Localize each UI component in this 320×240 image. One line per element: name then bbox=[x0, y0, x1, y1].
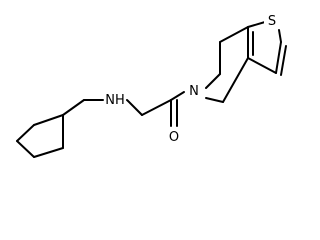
ring-nitrogen-label-bg bbox=[186, 82, 202, 98]
bond-c7a-s bbox=[247, 21, 266, 28]
bond-n-c6 bbox=[205, 73, 221, 89]
structure-canvas: NH O N S bbox=[16, 12, 287, 158]
bond-co-n bbox=[170, 91, 185, 101]
nh-label: NH bbox=[105, 93, 125, 108]
oxygen-label-bg bbox=[166, 128, 182, 144]
sulfur-label-bg bbox=[264, 12, 280, 28]
sulfur-label: S bbox=[268, 14, 276, 29]
bond-ch2-co bbox=[141, 99, 172, 116]
bond-c3-c3a bbox=[247, 57, 277, 74]
bond-c3a-c4 bbox=[222, 57, 249, 103]
bond-c2-c3-1 bbox=[275, 41, 282, 74]
bond-cp-1 bbox=[33, 114, 64, 126]
bond-cp-4 bbox=[16, 140, 35, 158]
bond-c4-n bbox=[205, 97, 224, 103]
ring-nitrogen-label: N bbox=[189, 84, 199, 99]
nh-label-bg bbox=[104, 91, 126, 107]
molecule-drawing: NH O N S bbox=[16, 12, 287, 158]
bond-cp-5 bbox=[16, 124, 35, 142]
bond-c7-c7a bbox=[219, 26, 249, 43]
bond-nh-ch2 bbox=[126, 99, 143, 116]
bonds bbox=[16, 21, 287, 158]
oxygen-label: O bbox=[169, 130, 179, 145]
atom-labels: NH O N S bbox=[104, 12, 280, 145]
bond-s-c2 bbox=[278, 29, 282, 43]
bond-cp-ch2 bbox=[62, 99, 85, 116]
bond-c2-c3-2 bbox=[280, 45, 287, 76]
bond-cp-3 bbox=[33, 147, 64, 158]
